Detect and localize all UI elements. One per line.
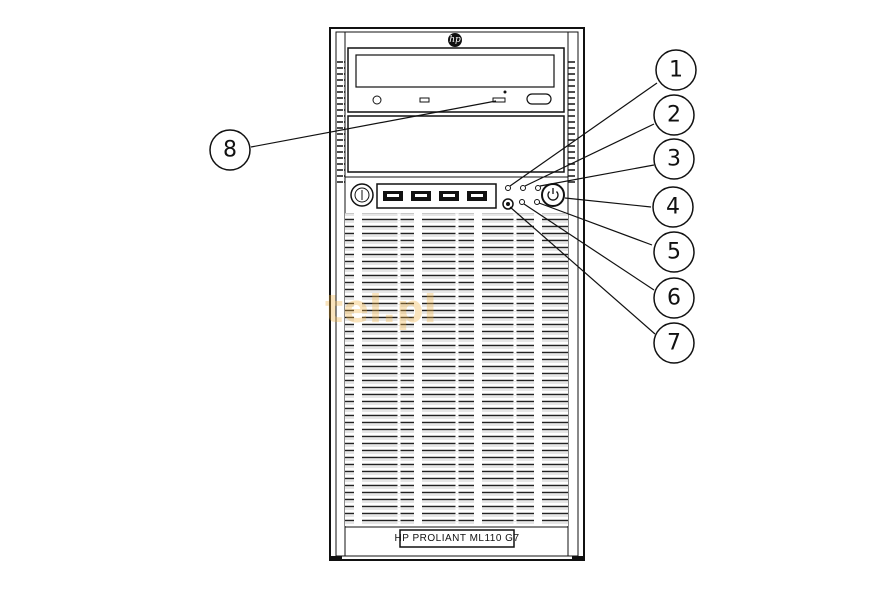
right-foot [572,556,584,561]
hp-logo-badge: hp [448,33,462,47]
model-label-box [399,529,515,548]
drive-activity-led [419,97,430,103]
power-button [541,183,565,207]
drive-indicator [492,97,506,103]
optical-drive-tray [355,54,555,88]
callout-6: 6 [653,277,695,319]
hp-logo-text: hp [449,35,461,45]
watermark: tel.pl [325,287,437,331]
callout-3: 3 [653,138,695,180]
callout-4: 4 [652,186,694,228]
callout-3-number: 3 [667,147,681,172]
callout-4-number: 4 [666,195,680,220]
left-foot [330,556,342,561]
callout-2-number: 2 [667,103,681,128]
right-side-vent [568,60,576,185]
callout-7: 7 [653,322,695,364]
led-2 [520,185,526,191]
watermark-text: tel.pl [325,287,437,331]
left-side-vent [337,60,345,185]
callout-6-number: 6 [667,286,681,311]
led-3 [535,185,541,191]
empty-media-bay [347,115,565,173]
drive-eject-button [526,93,552,105]
callout-7-number: 7 [667,331,681,356]
callout-5: 5 [653,231,695,273]
callout-8-number: 8 [223,138,237,163]
led-5 [519,199,525,205]
model-label-area: HP PROLIANT ML110 G7 [345,526,568,548]
callout-1: 1 [655,49,697,91]
front-bezel-grill [345,213,568,526]
callout-2: 2 [653,94,695,136]
drive-emergency-eject [372,95,382,105]
power-icon [547,188,559,201]
led-1 [505,185,511,191]
callout-8: 8 [209,129,251,171]
optical-drive [347,47,565,113]
front-io-panel [345,176,568,210]
callout-5-number: 5 [667,240,681,265]
led-6 [534,199,540,205]
callout-leaders [250,82,658,335]
model-label-text: HP PROLIANT ML110 G7 [394,533,519,544]
callout-1-number: 1 [669,58,683,83]
